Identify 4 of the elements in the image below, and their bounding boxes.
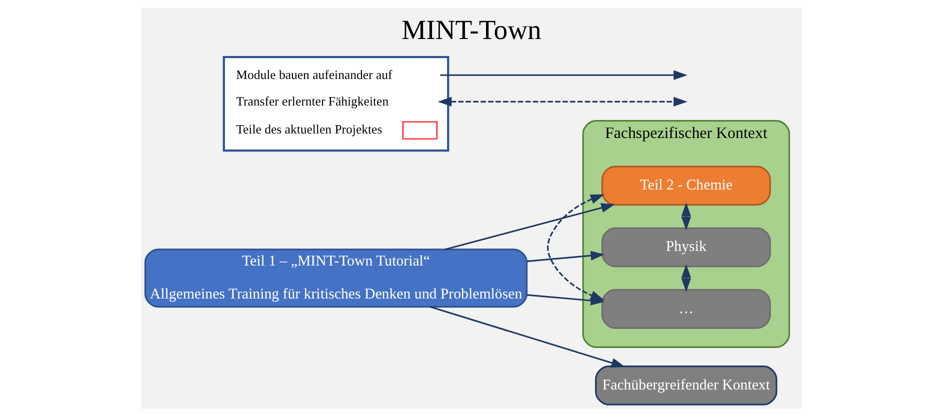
legend-label: Teile des aktuellen Projektes	[236, 122, 382, 137]
diagram-title: MINT-Town	[401, 14, 541, 45]
legend-label: Transfer erlernter Fähigkeiten	[236, 94, 388, 109]
legend-label: Module bauen aufeinander auf	[236, 68, 392, 82]
